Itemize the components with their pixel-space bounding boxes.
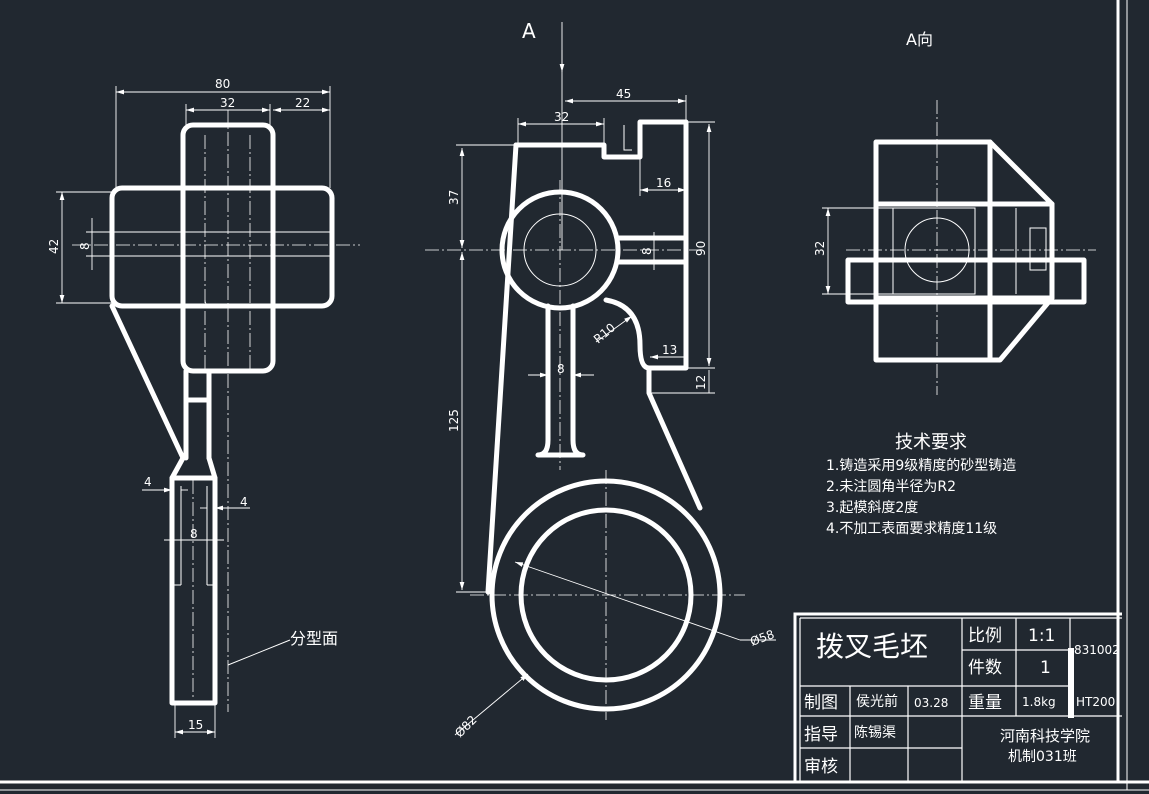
dim-80: 80 (215, 77, 230, 91)
a-direction-title: A向 (906, 30, 933, 49)
dim-13: 13 (662, 343, 677, 357)
requirement-item: 3.起模斜度2度 (826, 500, 918, 516)
dim-32-right: 32 (813, 241, 827, 256)
drawn-name: 侯光前 (856, 693, 898, 710)
quantity-value: 1 (1040, 658, 1051, 678)
requirement-item: 4.不加工表面要求精度11级 (826, 521, 997, 537)
dim-32-center: 32 (554, 110, 569, 124)
guide-label: 指导 (804, 725, 838, 745)
title-block-marker-bar (1068, 648, 1074, 718)
dim-8-left: 8 (78, 242, 92, 250)
school-name: 河南科技学院 (1000, 727, 1090, 745)
dim-45: 45 (616, 87, 631, 101)
dim-42: 42 (47, 239, 61, 254)
parting-surface-label: 分型面 (290, 629, 338, 648)
requirements-title: 技术要求 (895, 432, 967, 453)
dim-125: 125 (447, 409, 461, 432)
dim-90: 90 (694, 241, 708, 256)
dimension-lines (56, 22, 893, 738)
dim-15: 15 (188, 718, 203, 732)
drawn-label: 制图 (804, 693, 838, 713)
dim-phi58: Ø58 (748, 627, 776, 649)
dim-8-rib: 8 (557, 362, 565, 376)
dim-4-b: 4 (240, 495, 248, 509)
drawing-number: 831002 (1074, 643, 1120, 657)
dim-37: 37 (447, 190, 461, 205)
dim-12: 12 (694, 375, 708, 390)
quantity-label: 件数 (968, 658, 1002, 678)
guide-name: 陈锡渠 (854, 724, 896, 741)
drawn-date: 03.28 (914, 696, 948, 710)
dim-32-left: 32 (220, 96, 235, 110)
technical-requirements: 技术要求 1.铸造采用9级精度的砂型铸造 2.未注圆角半径为R2 3.起模斜度2… (826, 432, 1016, 537)
dim-phi82: Ø82 (452, 713, 479, 740)
dim-8-web: 8 (190, 527, 198, 541)
dim-16: 16 (656, 176, 671, 190)
left-side-view (72, 110, 360, 712)
weight-label: 重量 (968, 693, 1002, 713)
title-block: 拨叉毛坯 比例 1:1 件数 1 831002 制图 侯光前 03.28 重量 … (793, 612, 1122, 782)
scale-value: 1:1 (1028, 626, 1055, 646)
weight-value: 1.8kg (1022, 695, 1056, 709)
class-name: 机制031班 (1008, 749, 1077, 765)
requirement-item: 2.未注圆角半径为R2 (826, 479, 956, 495)
a-direction-view (845, 100, 1096, 395)
scale-label: 比例 (968, 626, 1002, 646)
dim-22: 22 (295, 96, 310, 110)
review-label: 审核 (804, 757, 838, 777)
part-name: 拨叉毛坯 (816, 630, 928, 663)
requirement-item: 1.铸造采用9级精度的砂型铸造 (826, 458, 1016, 474)
view-mark-a: A (522, 19, 536, 43)
dim-4-a: 4 (144, 475, 152, 489)
material: HT200 (1076, 695, 1115, 709)
dim-r10: R10 (591, 320, 618, 346)
dim-8-slot: 8 (640, 247, 654, 255)
front-view (425, 119, 745, 720)
